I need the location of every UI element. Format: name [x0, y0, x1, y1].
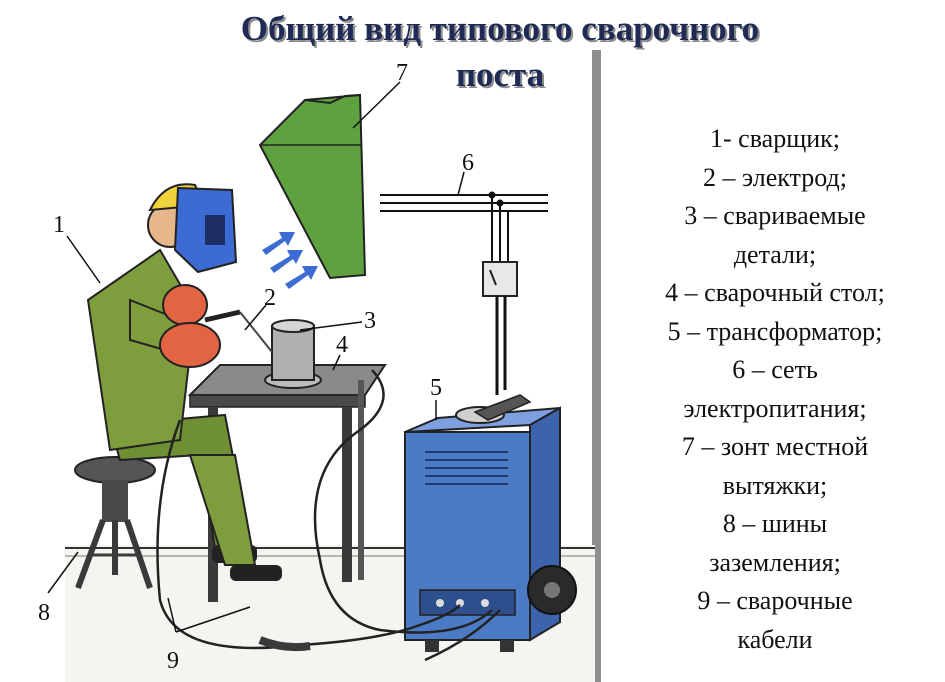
- legend-line: детали;: [733, 239, 817, 269]
- legend-line: 6 – сеть: [732, 355, 818, 384]
- callout-6: 6: [462, 150, 474, 176]
- diagram-title: Общий вид типового сварочного поста: [150, 6, 850, 98]
- workpiece: [264, 319, 322, 389]
- callout-8: 8: [38, 600, 50, 626]
- legend-line: электропитания;: [683, 393, 867, 423]
- callout-7: 7: [396, 60, 408, 86]
- legend-line: 8 – шины: [722, 509, 828, 538]
- legend-line: 5 – трансформатор;: [667, 316, 883, 346]
- switch-box: [482, 261, 518, 297]
- callout-5: 5: [430, 375, 442, 401]
- legend-line: 4 – сварочный стол;: [665, 278, 885, 307]
- airflow-arrows: [262, 232, 318, 289]
- legend-line: заземления;: [709, 547, 841, 577]
- welder: [86, 183, 282, 581]
- legend-line: 9 – сварочные: [697, 586, 853, 615]
- supply-cable: [495, 296, 507, 395]
- callout-leaders: [47, 81, 465, 633]
- callout-9: 9: [167, 648, 179, 674]
- callout-1: 1: [53, 212, 65, 238]
- welding-cables: [156, 369, 501, 662]
- divider-bar: [592, 50, 601, 682]
- exhaust-hood: [258, 93, 367, 280]
- legend-line: 1- сварщик;: [710, 124, 840, 153]
- power-network: [380, 191, 548, 262]
- legend-line: вытяжки;: [722, 470, 828, 500]
- title-line-1: Общий вид типового сварочного: [240, 9, 760, 48]
- stool: [74, 456, 156, 590]
- welding-transformer: [404, 394, 577, 652]
- legend-line: 7 – зонт местной: [681, 432, 869, 461]
- callout-3: 3: [364, 308, 376, 334]
- callout-4: 4: [336, 332, 348, 358]
- callout-2: 2: [264, 285, 276, 311]
- title-line-2: поста: [455, 55, 545, 94]
- legend: 1- сварщик; 2 – электрод; 3 – свариваемы…: [605, 120, 945, 659]
- legend-line: кабели: [737, 624, 813, 654]
- legend-line: 2 – электрод;: [703, 162, 847, 192]
- legend-line: 3 – свариваемые: [684, 201, 866, 230]
